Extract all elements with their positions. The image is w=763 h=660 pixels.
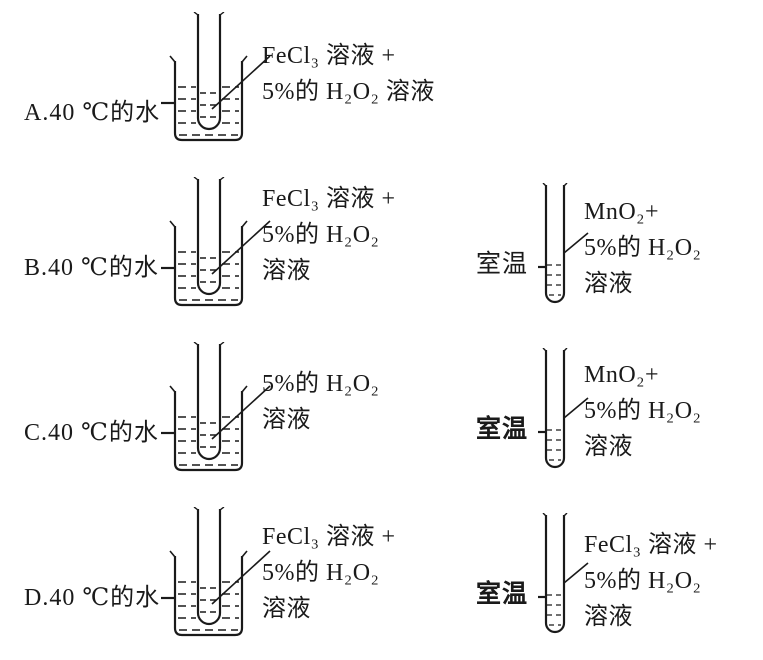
option-b-water-bath-label: B.40 ℃的水 [24,255,159,281]
option-b-tube-contents-label: FeCl₃ 溶液 + 5%的 H₂O₂ 溶液 [262,181,396,289]
contents-line: FeCl₃ 溶液 + [584,532,718,558]
contents-line: 溶液 [262,596,311,622]
contents-line: 5%的 H₂O₂ [262,560,380,586]
option-b-right-tube-contents-label: MnO₂+ 5%的 H₂O₂ 溶液 [584,194,701,302]
contents-line: 溶液 [262,258,311,284]
option-c-room-temp-label: 室温 [476,416,529,443]
option-d-room-temp-label: 室温 [476,581,529,608]
contents-line: 溶液 [584,604,633,630]
option-d-right-tube-contents-label: FeCl₃ 溶液 + 5%的 H₂O₂ 溶液 [584,527,718,635]
contents-line: MnO₂+ [584,362,660,388]
option-d-water-bath-apparatus [160,507,272,657]
option-b-room-temp-test-tube [538,183,590,313]
option-a-row: A.40 ℃的水 FeCl₃ 溶液 + 5%的 H₂O₂ 溶液 [0,0,763,165]
contents-line: 5%的 H₂O₂ [262,222,380,248]
contents-line: 溶液 [262,407,311,433]
option-c-water-bath-apparatus [160,342,272,492]
option-d-water-bath-label: D.40 ℃的水 [24,585,161,611]
option-c-water-bath-label: C.40 ℃的水 [24,420,159,446]
contents-line: 溶液 [584,434,633,460]
contents-line: 溶液 [584,271,633,297]
contents-line: 5%的 H₂O₂ [262,371,380,397]
option-b-row: B.40 ℃的水 FeCl₃ 溶液 + 5%的 H₂O₂ 溶液 室温 MnO₂+… [0,165,763,330]
option-d-row: D.40 ℃的水 FeCl₃ 溶液 + 5%的 H₂O₂ 溶液 室温 FeCl₃… [0,495,763,660]
option-d-tube-contents-label: FeCl₃ 溶液 + 5%的 H₂O₂ 溶液 [262,519,396,627]
option-c-row: C.40 ℃的水 5%的 H₂O₂ 溶液 室温 MnO₂+ 5%的 H₂O₂ 溶… [0,330,763,495]
contents-line: FeCl₃ 溶液 + [262,186,396,212]
option-a-tube-contents-label: FeCl₃ 溶液 + 5%的 H₂O₂ 溶液 [262,38,435,110]
option-a-water-bath-apparatus [160,12,272,162]
contents-line: FeCl₃ 溶液 + [262,524,396,550]
option-a-water-bath-label: A.40 ℃的水 [24,100,161,126]
contents-line: FeCl₃ 溶液 + [262,43,396,69]
option-d-room-temp-test-tube [538,513,590,643]
option-c-tube-contents-label: 5%的 H₂O₂ 溶液 [262,366,379,438]
option-c-room-temp-test-tube [538,348,590,478]
option-c-right-tube-contents-label: MnO₂+ 5%的 H₂O₂ 溶液 [584,357,701,465]
option-b-water-bath-apparatus [160,177,272,327]
contents-line: MnO₂+ [584,199,660,225]
contents-line: 5%的 H₂O₂ [584,235,702,261]
option-b-room-temp-label: 室温 [476,251,529,278]
contents-line: 5%的 H₂O₂ [584,568,702,594]
contents-line: 5%的 H₂O₂ 溶液 [262,79,435,105]
contents-line: 5%的 H₂O₂ [584,398,702,424]
